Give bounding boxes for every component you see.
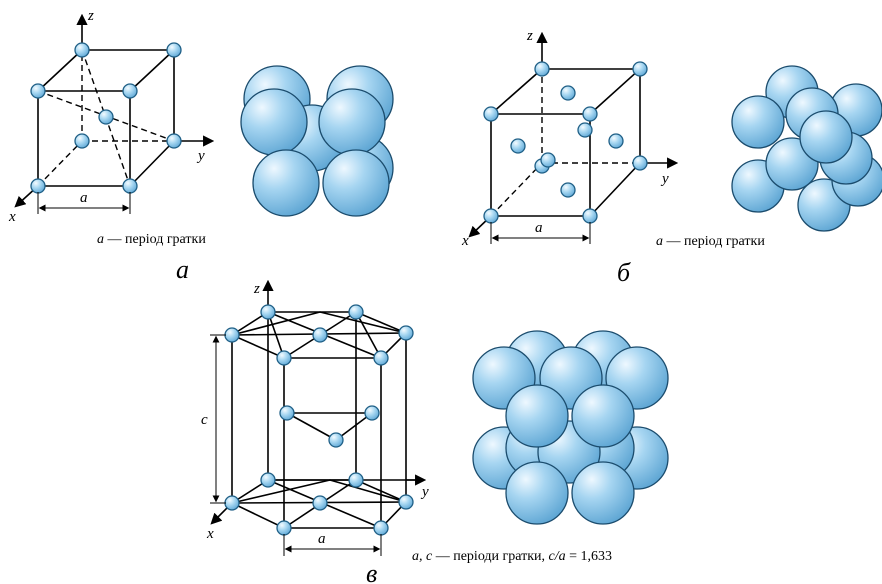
atom xyxy=(348,472,364,488)
panel-b-fcc-unit-cell: a z y x xyxy=(461,28,679,249)
z-axis-label: z xyxy=(526,28,533,44)
atom xyxy=(122,178,138,194)
caption-ratio-var: c/a xyxy=(549,549,566,564)
atom xyxy=(276,350,292,366)
dimension-a-label: a xyxy=(318,531,326,547)
atom xyxy=(328,432,344,448)
panel-a-sphere-model xyxy=(240,65,394,217)
atom xyxy=(74,42,90,58)
atom xyxy=(398,325,414,341)
y-axis-label: y xyxy=(660,171,669,187)
sphere xyxy=(505,384,569,448)
caption-ratio-value: = 1,633 xyxy=(566,549,612,564)
dimension-a-label: a xyxy=(80,190,88,206)
x-axis-label: x xyxy=(8,209,16,225)
caption-var: a xyxy=(97,232,104,247)
atom xyxy=(582,208,598,224)
sphere xyxy=(731,95,785,149)
atom xyxy=(348,304,364,320)
sphere xyxy=(318,88,386,156)
y-axis-label: y xyxy=(420,484,429,500)
sphere xyxy=(252,149,320,217)
atom xyxy=(224,495,240,511)
atom xyxy=(577,122,593,138)
panel-c-label: в xyxy=(366,559,377,584)
sphere xyxy=(322,149,390,217)
atom xyxy=(98,109,114,125)
x-axis-label: x xyxy=(461,233,469,249)
atom xyxy=(510,138,526,154)
sphere xyxy=(240,88,308,156)
caption-text: — період гратки xyxy=(104,232,206,247)
atom xyxy=(534,61,550,77)
dimension-c-label: c xyxy=(201,412,208,428)
panel-c-sphere-model xyxy=(472,330,669,525)
atom xyxy=(279,405,295,421)
atom xyxy=(260,304,276,320)
atom xyxy=(166,42,182,58)
panel-c-caption: a, c — періоди гратки, c/a = 1,633 xyxy=(412,549,612,564)
atom xyxy=(122,83,138,99)
caption-text: — періоди гратки, xyxy=(432,549,548,564)
atom xyxy=(632,61,648,77)
panel-b-label: б xyxy=(617,258,631,287)
atom xyxy=(312,327,328,343)
sphere xyxy=(799,110,853,164)
sphere xyxy=(571,384,635,448)
atom xyxy=(74,133,90,149)
atom xyxy=(260,472,276,488)
atom xyxy=(582,106,598,122)
atom xyxy=(30,83,46,99)
panel-a-atoms xyxy=(30,42,182,194)
panel-b-sphere-model xyxy=(731,65,882,232)
panel-a-caption: a — період гратки xyxy=(97,232,206,247)
sphere xyxy=(505,461,569,525)
z-axis-label: z xyxy=(253,281,260,297)
caption-text: — період гратки xyxy=(663,234,765,249)
atom xyxy=(364,405,380,421)
sphere xyxy=(571,461,635,525)
atom xyxy=(632,155,648,171)
atom xyxy=(540,152,556,168)
atom xyxy=(373,350,389,366)
atom xyxy=(30,178,46,194)
atom xyxy=(398,494,414,510)
panel-a-bcc-unit-cell: a z y x xyxy=(8,8,215,225)
atom xyxy=(276,520,292,536)
atom xyxy=(312,495,328,511)
atom xyxy=(373,520,389,536)
panel-b-caption: a — період гратки xyxy=(656,234,765,249)
atom xyxy=(483,106,499,122)
atom xyxy=(166,133,182,149)
z-axis-label: z xyxy=(87,8,94,24)
atom xyxy=(560,182,576,198)
atom xyxy=(483,208,499,224)
panel-c-hcp-unit-cell: c a z y x xyxy=(201,279,429,556)
caption-vars: a, c xyxy=(412,549,433,564)
y-axis-label: y xyxy=(196,148,205,164)
panel-c-atoms xyxy=(224,304,414,536)
panel-a-label: а xyxy=(176,255,189,284)
atom xyxy=(560,85,576,101)
atom xyxy=(608,133,624,149)
atom xyxy=(224,327,240,343)
dimension-a-label: a xyxy=(535,220,543,236)
caption-var: a xyxy=(656,234,663,249)
x-axis-label: x xyxy=(206,526,214,542)
